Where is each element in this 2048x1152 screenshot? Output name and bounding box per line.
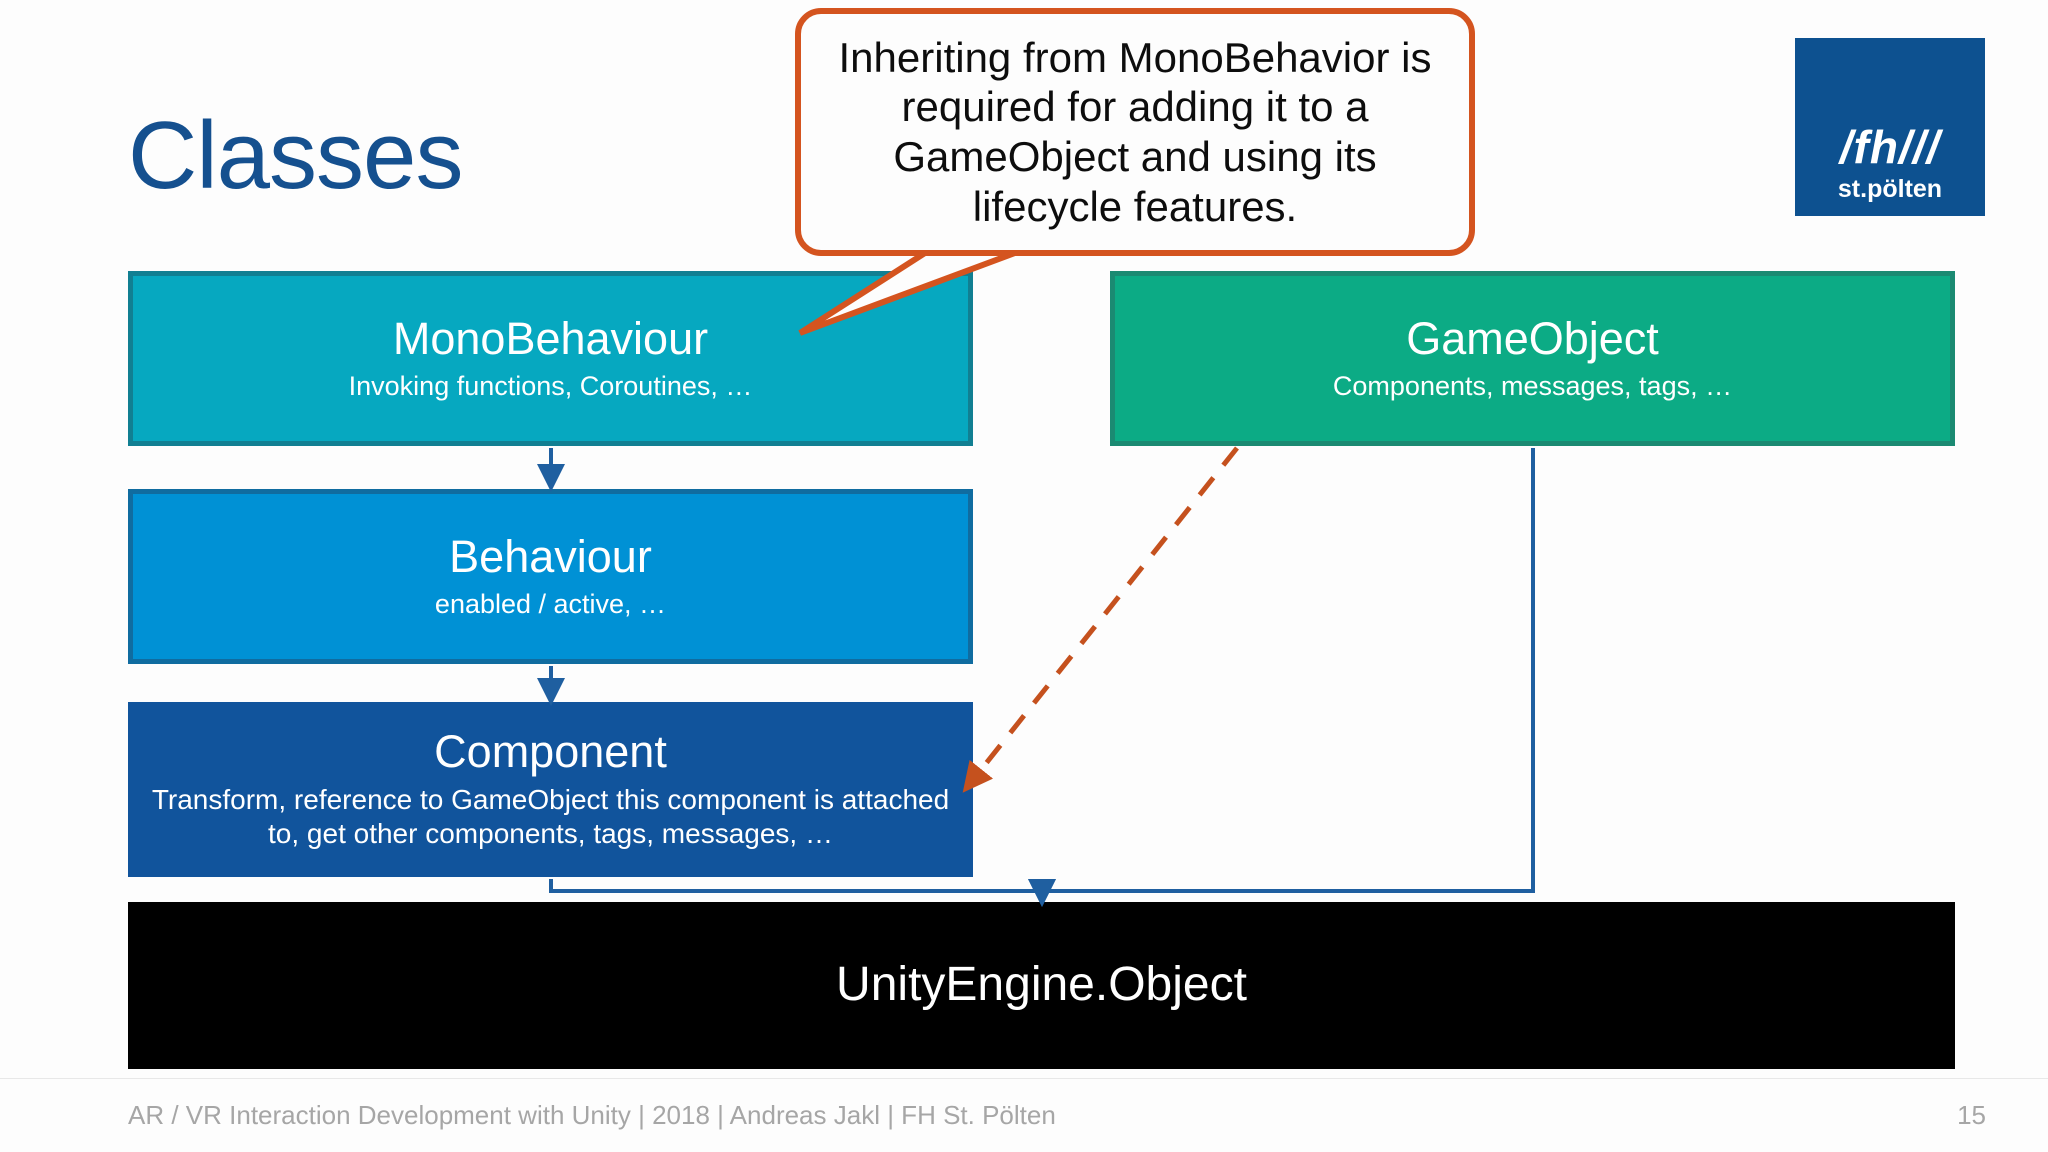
class-box-monobehaviour[interactable]: MonoBehaviour Invoking functions, Corout… <box>128 271 973 446</box>
page-title: Classes <box>128 102 463 209</box>
callout-body: Inheriting from MonoBehavior is required… <box>795 8 1475 256</box>
class-box-subtitle: enabled / active, … <box>434 588 667 619</box>
connector-gameobject-to-component-dashed <box>962 446 1239 793</box>
logo-mark-text: /fh/// <box>1839 121 1941 173</box>
class-box-title: Behaviour <box>449 530 652 582</box>
class-box-behaviour[interactable]: Behaviour enabled / active, … <box>128 489 973 664</box>
footer-text: AR / VR Interaction Development with Uni… <box>128 1100 1056 1130</box>
logo-subtitle-text: st.pölten <box>1837 175 1943 203</box>
class-box-subtitle: Components, messages, tags, … <box>1332 370 1733 401</box>
connector-component-to-unityengine <box>549 879 1056 907</box>
callout-text: Inheriting from MonoBehavior is required… <box>838 33 1432 230</box>
class-box-subtitle: Invoking functions, Coroutines, … <box>348 370 753 401</box>
fh-stpoelten-logo: /fh/// st.pölten <box>1795 38 1985 216</box>
class-box-component[interactable]: Component Transform, reference to GameOb… <box>128 702 973 877</box>
footer-page-number: 15 <box>1957 1100 1986 1130</box>
class-box-gameobject[interactable]: GameObject Components, messages, tags, … <box>1110 271 1955 446</box>
class-box-title: Component <box>434 725 667 777</box>
class-box-subtitle: Transform, reference to GameObject this … <box>151 783 950 850</box>
class-box-unityengine-object[interactable]: UnityEngine.Object <box>128 902 1955 1069</box>
class-box-title: UnityEngine.Object <box>836 958 1247 1012</box>
footer-divider <box>0 1078 2048 1079</box>
class-box-title: GameObject <box>1406 312 1659 364</box>
connector-gameobject-to-unityengine <box>1028 448 1535 907</box>
class-box-title: MonoBehaviour <box>392 312 709 364</box>
callout-bubble[interactable]: Inheriting from MonoBehavior is required… <box>795 8 1475 256</box>
